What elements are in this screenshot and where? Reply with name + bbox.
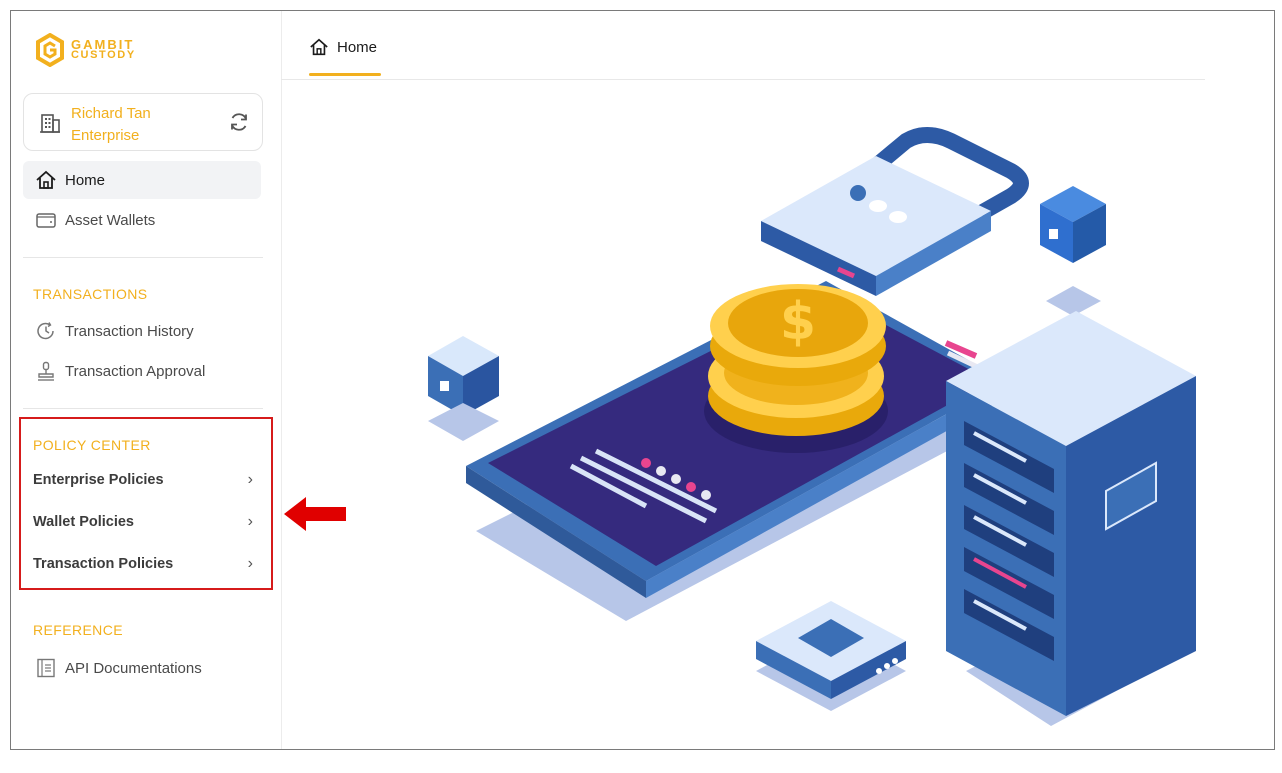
- policy-item-transaction[interactable]: Transaction Policies ›: [33, 549, 253, 579]
- gambit-logo-icon: [36, 33, 64, 67]
- app-window: GAMBIT CUSTODY Richard Tan Enterprise: [10, 10, 1275, 750]
- document-icon: [37, 658, 55, 678]
- tab-label: Home: [337, 38, 378, 56]
- brand-name: GAMBIT: [71, 37, 135, 52]
- sidebar-item-label: Transaction History: [65, 322, 194, 340]
- sidebar-item-transaction-history[interactable]: Transaction History: [23, 312, 261, 350]
- history-clock-icon: [37, 322, 54, 340]
- cube-icon: [1040, 186, 1106, 316]
- section-title-transactions: TRANSACTIONS: [33, 286, 148, 302]
- chevron-right-icon: ›: [247, 513, 253, 530]
- sidebar-item-api-documentations[interactable]: API Documentations: [23, 649, 261, 687]
- policy-item-enterprise[interactable]: Enterprise Policies ›: [33, 465, 253, 495]
- sidebar-item-label: Transaction Approval: [65, 362, 206, 380]
- cube-icon: [428, 336, 499, 441]
- home-icon: [310, 38, 328, 56]
- annotation-arrow-icon: [284, 497, 346, 531]
- building-icon: [40, 114, 60, 133]
- sidebar-item-transaction-approval[interactable]: Transaction Approval: [23, 352, 261, 390]
- screen-lines: [569, 448, 718, 524]
- sidebar-item-label: Asset Wallets: [65, 211, 156, 229]
- enterprise-switcher[interactable]: Richard Tan Enterprise: [23, 93, 263, 151]
- coin-stack-icon: $: [704, 284, 888, 453]
- sidebar-item-label: Home: [65, 171, 106, 189]
- svg-text:$: $: [780, 292, 816, 352]
- policy-item-label: Transaction Policies: [33, 556, 174, 572]
- section-title-policy-center: POLICY CENTER: [33, 437, 151, 453]
- router-icon: [756, 601, 906, 711]
- policy-item-label: Wallet Policies: [33, 514, 134, 530]
- sidebar-item-home[interactable]: Home: [23, 161, 261, 199]
- tab-home[interactable]: Home: [309, 37, 377, 57]
- chevron-right-icon: ›: [247, 555, 253, 572]
- active-tab-indicator: [309, 73, 381, 76]
- sidebar-divider: [23, 257, 263, 258]
- refresh-icon[interactable]: [228, 111, 250, 133]
- brand-logo[interactable]: GAMBIT CUSTODY: [35, 33, 136, 67]
- server-rack-icon: [946, 311, 1196, 726]
- screen-dots: [641, 458, 711, 500]
- stamp-icon: [38, 361, 54, 381]
- highlight-box: [19, 417, 273, 590]
- chevron-right-icon: ›: [247, 471, 253, 488]
- sidebar: GAMBIT CUSTODY Richard Tan Enterprise: [11, 11, 282, 749]
- sidebar-item-asset-wallets[interactable]: Asset Wallets: [23, 201, 261, 239]
- brand-subname: CUSTODY: [71, 49, 136, 61]
- tab-bar: Home: [281, 11, 1205, 80]
- sidebar-item-label: API Documentations: [65, 659, 202, 677]
- policy-item-wallet[interactable]: Wallet Policies ›: [33, 507, 253, 537]
- sidebar-divider: [23, 408, 263, 409]
- home-icon: [36, 170, 56, 189]
- wallet-icon: [36, 213, 56, 228]
- padlock-icon: [761, 127, 1029, 296]
- enterprise-name: Richard Tan Enterprise: [71, 105, 151, 144]
- section-title-reference: REFERENCE: [33, 622, 123, 638]
- policy-item-label: Enterprise Policies: [33, 472, 164, 488]
- hero-illustration: $: [428, 127, 1196, 726]
